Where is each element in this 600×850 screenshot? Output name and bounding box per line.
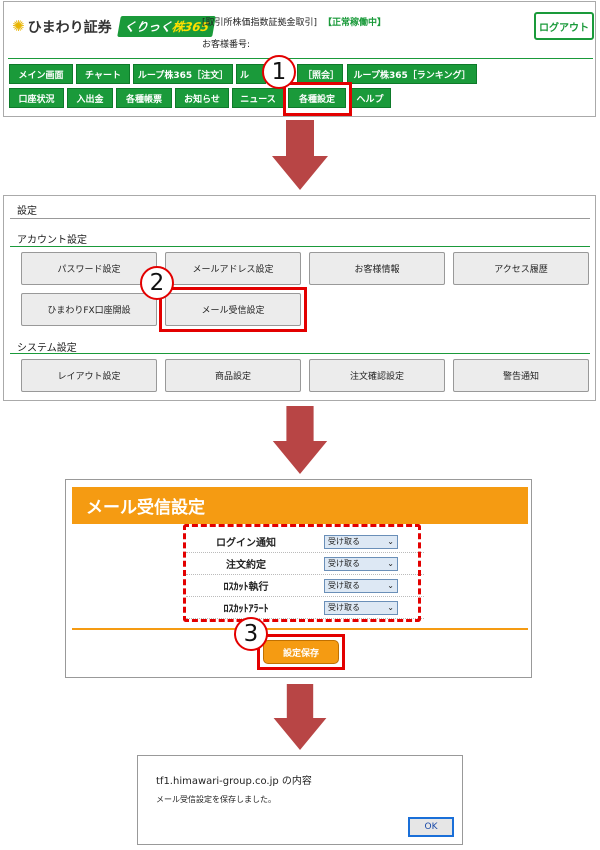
title-divider [10,218,590,219]
mail-receive-settings-button[interactable]: メール受信設定 [165,293,301,326]
step-marker-3: 3 [234,617,268,651]
chevron-down-icon: ⌄ [387,603,394,612]
access-history-button[interactable]: アクセス履歴 [453,252,589,285]
mail-settings-title: メール受信設定 [72,487,528,524]
down-arrow-icon [273,684,327,750]
nav-main[interactable]: メイン画面 [9,64,73,84]
order-fill-select[interactable]: 受け取る⌄ [324,556,398,571]
chevron-down-icon: ⌄ [387,537,394,546]
nav-loop-order[interactable]: ループ株365［注文］ [133,64,233,84]
nav-reports[interactable]: 各種帳票 [116,88,172,108]
save-settings-button[interactable]: 設定保存 [263,640,339,664]
nav-settings[interactable]: 各種設定 [288,88,346,108]
order-confirm-settings-button[interactable]: 注文確認設定 [309,359,445,392]
chevron-down-icon: ⌄ [387,581,394,590]
ok-button[interactable]: OK [408,817,454,837]
orange-divider [72,628,528,630]
highlight-options [183,524,421,622]
step-marker-1: 1 [262,55,296,89]
system-divider [10,353,590,354]
nav-deposit[interactable]: 入出金 [67,88,113,108]
account-divider [10,246,590,247]
brand-logo: ✺ ひまわり証券 くりっく株365 [12,16,216,37]
row-label: ﾛｽｶｯﾄ執行 [223,582,269,593]
order-fill-row: 注文約定 受け取る⌄ [186,553,424,575]
product-settings-button[interactable]: 商品設定 [165,359,301,392]
losscut-exec-select[interactable]: 受け取る⌄ [324,578,398,593]
sunflower-icon: ✺ [12,17,25,35]
customer-number: お客様番号: [202,40,251,50]
nav-notices[interactable]: お知らせ [175,88,229,108]
row-label: ﾛｽｶｯﾄｱﾗｰﾄ [223,604,269,615]
email-address-settings-button[interactable]: メールアドレス設定 [165,252,301,285]
losscut-exec-row: ﾛｽｶｯﾄ執行 受け取る⌄ [186,575,424,597]
system-settings-heading: システム設定 [17,343,77,354]
customer-info-button[interactable]: お客様情報 [309,252,445,285]
header-info: [取引所株価指数証拠金取引]【正常稼働中】 [202,18,387,28]
down-arrow-icon [272,120,328,190]
settings-screenshot: 設定 アカウント設定 パスワード設定 メールアドレス設定 お客様情報 アクセス履… [3,195,596,401]
brand-name: ひまわり証券 [27,19,112,36]
nav-loop-ranking[interactable]: ループ株365［ランキング］ [347,64,477,84]
status-badge: 【正常稼働中】 [323,18,387,28]
confirm-dialog: tf1.himawari-group.co.jp の内容 メール受信設定を保存し… [137,755,463,845]
product-badge: くりっく株365 [116,16,216,37]
losscut-alert-row: ﾛｽｶｯﾄｱﾗｰﾄ 受け取る⌄ [186,597,424,619]
layout-settings-button[interactable]: レイアウト設定 [21,359,157,392]
nav-chart[interactable]: チャート [76,64,130,84]
settings-title: 設定 [17,206,37,217]
password-settings-button[interactable]: パスワード設定 [21,252,157,285]
chevron-down-icon: ⌄ [387,559,394,568]
login-notice-row: ログイン通知 受け取る⌄ [186,531,424,553]
login-notice-select[interactable]: 受け取る⌄ [324,534,398,549]
nav-news[interactable]: ニュース [232,88,284,108]
warning-notice-button[interactable]: 警告通知 [453,359,589,392]
nav-loop-inquiry-right[interactable]: ［照会］ [297,64,343,84]
down-arrow-icon [272,406,328,474]
row-label: ログイン通知 [216,538,276,549]
nav-divider [8,58,593,59]
highlight-save [257,634,345,670]
fx-account-open-button[interactable]: ひまわりFX口座開設 [21,293,157,326]
dialog-title: tf1.himawari-group.co.jp の内容 [156,776,312,787]
row-label: 注文約定 [226,560,266,571]
dialog-message: メール受信設定を保存しました。 [156,795,276,804]
nav-account-status[interactable]: 口座状況 [9,88,64,108]
mail-settings-screenshot: メール受信設定 ログイン通知 受け取る⌄ 注文約定 受け取る⌄ ﾛｽｶｯﾄ執行 … [65,479,532,678]
step-marker-2: 2 [140,266,174,300]
highlight-settings [283,82,352,116]
account-settings-heading: アカウント設定 [17,235,87,246]
logout-button[interactable]: ログアウト [534,12,594,40]
nav-help[interactable]: ヘルプ [349,88,391,108]
highlight-mail-settings [159,287,307,332]
losscut-alert-select[interactable]: 受け取る⌄ [324,600,398,615]
trading-header-screenshot: ✺ ひまわり証券 くりっく株365 [取引所株価指数証拠金取引]【正常稼働中】 … [3,1,596,117]
